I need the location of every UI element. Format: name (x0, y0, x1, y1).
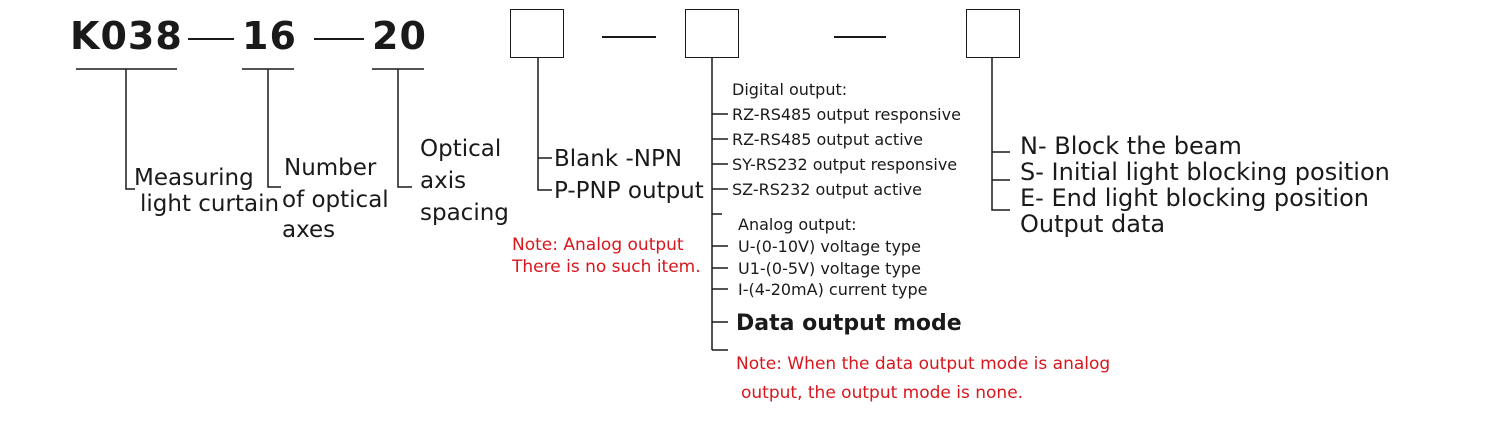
code-box-output-type (510, 9, 564, 58)
digital-item-2: RZ-RS485 output active (732, 130, 923, 149)
output-data-title: Output data (1020, 210, 1166, 238)
analog-output-header: Analog output: (738, 215, 857, 234)
digital-item-3: SY-RS232 output responsive (732, 155, 958, 174)
label-optical-line3: spacing (420, 200, 509, 226)
connector-box1 (537, 58, 552, 191)
code-box-output-mode (685, 9, 739, 58)
dash-1 (188, 38, 234, 40)
label-optical-line2: axis (420, 168, 467, 194)
output-data-item-s: S- Initial light blocking position (1020, 158, 1390, 186)
note-analog-line1: Note: Analog output (512, 235, 684, 255)
code-box-output-data (966, 9, 1020, 58)
digital-item-4: SZ-RS232 output active (732, 180, 922, 199)
label-number: Number of optical axes (282, 155, 389, 243)
digital-item-1: RZ-RS485 output responsive (732, 105, 961, 124)
connector-optical (397, 69, 412, 188)
label-number-line3: axes (282, 217, 336, 243)
dash-3 (602, 36, 656, 38)
analog-item-3: I-(4-20mA) current type (738, 280, 928, 299)
code-prefix: K038 (70, 14, 183, 58)
label-number-line2: of optical (282, 187, 389, 213)
label-measuring-line2: light curtain (140, 191, 280, 217)
note-analog-line2: There is no such item. (512, 257, 701, 277)
label-optical: Optical axis spacing (420, 136, 509, 226)
analog-item-2: U1-(0-5V) voltage type (738, 259, 921, 278)
label-optical-line1: Optical (420, 136, 502, 162)
output-data-item-n: N- Block the beam (1020, 132, 1242, 160)
option-blank-npn: Blank -NPN (554, 146, 683, 172)
data-output-mode-title: Data output mode (736, 311, 962, 336)
note-mode-line2: output, the output mode is none. (741, 383, 1024, 403)
option-p-pnp: P-PNP output (554, 178, 704, 204)
code-axes: 16 (242, 14, 297, 58)
label-measuring: Measuring light curtain (134, 165, 279, 217)
connector-number (267, 69, 281, 188)
connector-box3 (991, 58, 1010, 211)
code-spacing: 20 (372, 14, 427, 58)
label-number-line1: Number (284, 155, 377, 181)
note-mode-line1: Note: When the data output mode is analo… (736, 354, 1111, 374)
dash-2 (314, 38, 364, 40)
analog-item-1: U-(0-10V) voltage type (738, 237, 921, 256)
dash-4 (834, 36, 886, 38)
output-data-item-e: E- End light blocking position (1020, 184, 1369, 212)
digital-output-header: Digital output: (732, 80, 848, 99)
connector-measuring (125, 69, 135, 190)
label-measuring-line1: Measuring (134, 165, 254, 191)
